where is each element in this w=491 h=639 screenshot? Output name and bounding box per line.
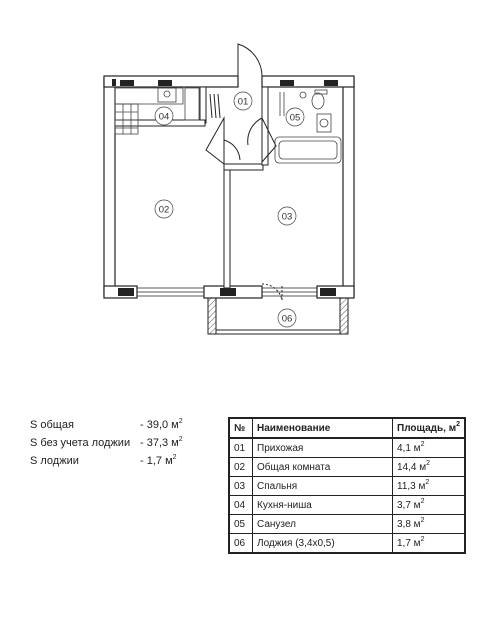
- wardrobe: [209, 93, 221, 119]
- row-name: Санузел: [252, 514, 393, 534]
- row-name: Общая комната: [252, 457, 393, 477]
- row-area: 3,7 м2: [392, 495, 466, 515]
- bathroom-fixtures: [274, 89, 342, 164]
- row-number: 05: [228, 514, 253, 534]
- room-label-06: 06: [277, 308, 297, 328]
- row-area: 11,3 м2: [392, 476, 466, 496]
- table-row: 01 Прихожая 4,1 м2: [228, 437, 466, 458]
- summary-no-loggia-value: - 37,3 м2: [140, 436, 183, 449]
- header-name: Наименование: [252, 417, 393, 439]
- rooms-table: № Наименование Площадь, м2 01 Прихожая 4…: [228, 417, 466, 554]
- table-row: 04 Кухня-ниша 3,7 м2: [228, 495, 466, 515]
- floor-plan: 01 02 03 04 05 06: [103, 43, 355, 335]
- summary-loggia-value: - 1,7 м2: [140, 454, 177, 467]
- table-row: 02 Общая комната 14,4 м2: [228, 457, 466, 477]
- room-label-03: 03: [277, 206, 297, 226]
- row-name: Спальня: [252, 476, 393, 496]
- table-row: 05 Санузел 3,8 м2: [228, 514, 466, 534]
- summary-loggia-label: S лоджии: [30, 455, 79, 467]
- header-number: №: [228, 417, 253, 439]
- summary-no-loggia-label: S без учета лоджии: [30, 437, 131, 449]
- room-label-02: 02: [154, 199, 174, 219]
- table-row: 03 Спальня 11,3 м2: [228, 476, 466, 496]
- row-name: Лоджия (3,4х0,5): [252, 533, 393, 554]
- row-number: 01: [228, 437, 253, 458]
- summary-total-value: - 39,0 м2: [140, 418, 183, 431]
- svg-text:01: 01: [238, 97, 249, 108]
- row-name: Кухня-ниша: [252, 495, 393, 515]
- svg-text:06: 06: [282, 314, 293, 325]
- windows: [137, 287, 317, 297]
- room-label-04: 04: [154, 106, 174, 126]
- summary-loggia: S лоджии - 1,7 м2: [30, 452, 230, 470]
- loggia: [207, 283, 349, 335]
- row-area: 1,7 м2: [392, 533, 466, 554]
- kitchen-fixtures: [114, 87, 200, 135]
- room-labels: 01 02 03 04 05 06: [154, 91, 305, 328]
- row-area: 4,1 м2: [392, 437, 466, 458]
- room-label-01: 01: [233, 91, 253, 111]
- row-number: 04: [228, 495, 253, 515]
- summary-total-label: S общая: [30, 419, 74, 431]
- summary-total: S общая - 39,0 м2: [30, 416, 230, 434]
- entry-door: [237, 43, 263, 79]
- row-name: Прихожая: [252, 437, 393, 458]
- summary-no-loggia: S без учета лоджии - 37,3 м2: [30, 434, 230, 452]
- svg-text:02: 02: [159, 205, 170, 216]
- header-area: Площадь, м2: [392, 417, 466, 439]
- table-row: 06 Лоджия (3,4х0,5) 1,7 м2: [228, 533, 466, 554]
- svg-text:04: 04: [159, 112, 170, 123]
- row-number: 02: [228, 457, 253, 477]
- area-summary: S общая - 39,0 м2 S без учета лоджии - 3…: [30, 416, 230, 470]
- row-area: 3,8 м2: [392, 514, 466, 534]
- svg-text:05: 05: [290, 113, 301, 124]
- room-label-05: 05: [285, 107, 305, 127]
- row-number: 06: [228, 533, 253, 554]
- svg-text:03: 03: [282, 212, 293, 223]
- interior-doors: [205, 116, 277, 166]
- row-number: 03: [228, 476, 253, 496]
- table-header-row: № Наименование Площадь, м2: [228, 417, 466, 439]
- row-area: 14,4 м2: [392, 457, 466, 477]
- wall-ticks: [112, 79, 338, 296]
